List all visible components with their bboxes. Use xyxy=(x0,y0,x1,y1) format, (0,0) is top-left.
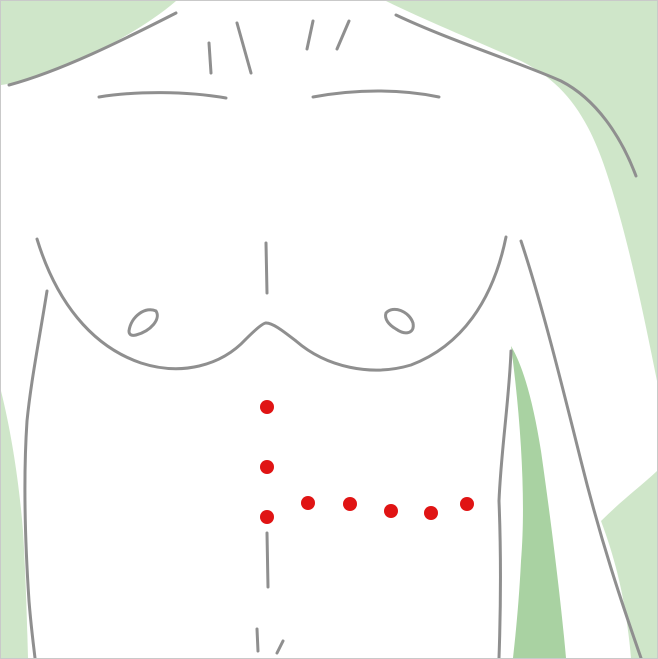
linea-alba-lower xyxy=(257,629,258,651)
marker-vertical-1 xyxy=(260,400,274,414)
linea-alba-upper xyxy=(267,533,268,587)
marker-horizontal-3 xyxy=(384,504,398,518)
marker-horizontal-4 xyxy=(424,506,438,520)
marker-horizontal-1 xyxy=(301,496,315,510)
neck-line-left-1 xyxy=(209,43,211,73)
marker-horizontal-2 xyxy=(343,497,357,511)
marker-vertical-2 xyxy=(260,460,274,474)
sternum-line xyxy=(266,243,267,293)
marker-horizontal-5 xyxy=(460,497,474,511)
marker-vertical-3 xyxy=(260,510,274,524)
